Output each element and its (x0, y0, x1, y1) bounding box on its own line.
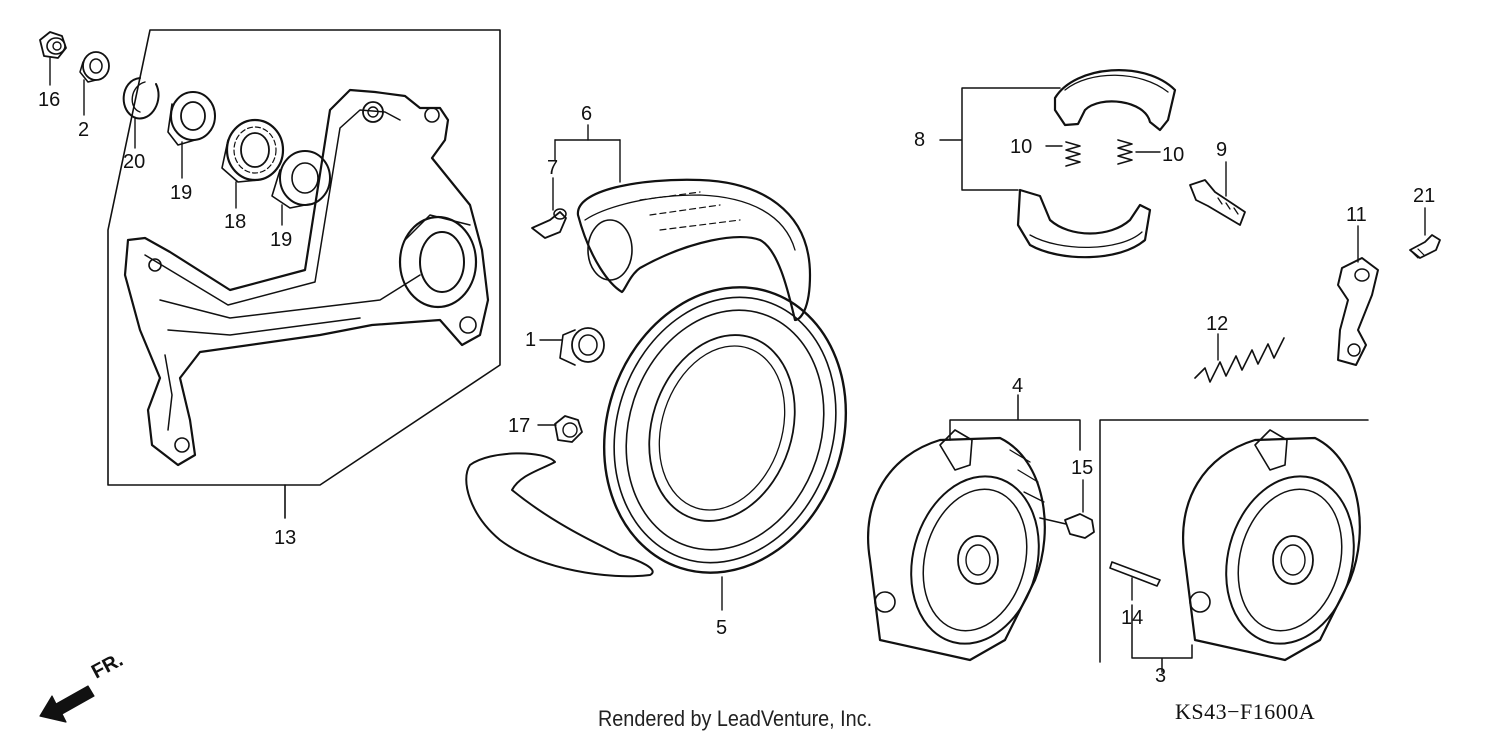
bolt-15 (1039, 479, 1095, 539)
callout-12: 12 (1206, 313, 1229, 335)
brake-arm-11 (1337, 225, 1379, 366)
circlip-20 (122, 77, 160, 120)
brake-shoe-set-8 (939, 69, 1177, 259)
bolt-21 (1409, 207, 1441, 259)
callout-18: 18 (224, 211, 247, 233)
callout-11: 11 (1346, 204, 1367, 226)
callout-19-upper: 19 (170, 182, 193, 204)
wheel-rim-5 (465, 286, 848, 611)
callout-1: 1 (525, 329, 537, 351)
collar-1 (539, 327, 605, 366)
swing-arm-group-outline (107, 29, 501, 519)
bearing-19-lower (271, 150, 331, 209)
flange-nut-16 (39, 31, 67, 59)
callout-leaders (49, 57, 283, 226)
callout-20: 20 (123, 151, 146, 173)
callout-10-left: 10 (1010, 136, 1033, 158)
render-credit: Rendered by LeadVenture, Inc. (598, 706, 873, 731)
brake-cam-9 (1189, 161, 1246, 226)
spring-10-right (1117, 139, 1161, 165)
callout-8: 8 (914, 129, 926, 151)
front-arrow-icon (39, 685, 95, 723)
callout-17: 17 (508, 415, 531, 437)
bearing-18 (221, 118, 285, 183)
callout-13: 13 (274, 527, 297, 549)
drawing-code: KS43−F1600A (1175, 699, 1316, 724)
callout-3: 3 (1155, 665, 1167, 687)
callout-14: 14 (1121, 607, 1144, 629)
callout-2: 2 (78, 119, 90, 141)
nut-17 (537, 415, 583, 443)
brake-panel-assy-3 (1099, 419, 1369, 673)
callout-5: 5 (716, 617, 728, 639)
swing-arm (123, 88, 490, 467)
callout-4: 4 (1012, 375, 1024, 397)
callout-19-lower: 19 (270, 229, 293, 251)
callout-9: 9 (1216, 139, 1228, 161)
collar-2 (79, 51, 110, 83)
tire-6 (554, 124, 812, 322)
bearing-19-upper (167, 91, 216, 146)
callout-10-right: 10 (1162, 144, 1185, 166)
callout-7: 7 (547, 157, 559, 179)
callout-16: 16 (38, 89, 61, 111)
callout-15: 15 (1071, 457, 1094, 479)
spring-12 (1194, 333, 1285, 383)
stud-14 (1109, 561, 1161, 601)
spring-10-left (1045, 141, 1081, 167)
callout-6: 6 (581, 103, 593, 125)
callout-21: 21 (1413, 185, 1436, 207)
brake-panel-4 (867, 394, 1081, 662)
valve-7 (531, 177, 567, 239)
